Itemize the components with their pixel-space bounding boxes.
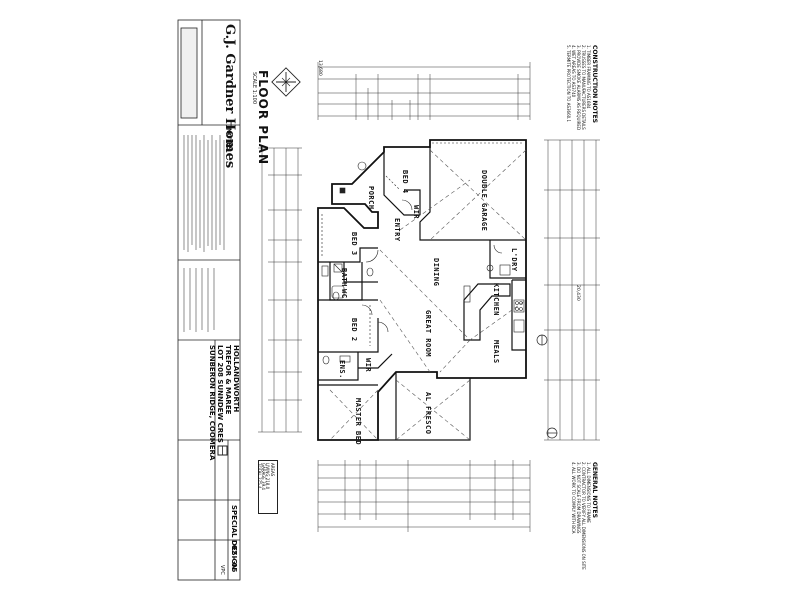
job-number: 02 - 06 [230,545,238,573]
room-ensuite: ENS. [338,360,346,379]
area-table-heading: AREAS [270,463,275,477]
client-line-1: HOLLANDWORTH [232,345,240,413]
client-line-2: TREFOR & MAREE [224,345,232,415]
general-note-1: 1. ALL DIMENSIONS TO FRAME [586,462,591,523]
general-notes-heading: GENERAL NOTES [591,462,598,518]
title-block [177,19,241,581]
area-table: AREAS LIVING 218.0 GARAGE 39.4 TOTAL 275… [257,460,278,514]
room-porch: PORCH [367,186,375,210]
north-point-icon [271,67,301,97]
room-wir-top: WIR [412,205,420,220]
room-double-garage: DOUBLE GARAGE [480,170,488,232]
room-kitchen: KITCHEN [492,283,500,317]
construction-notes-heading: CONSTRUCTION NOTES [591,45,598,124]
general-note-2: 2. CONTRACTOR TO VERIFY ALL DIMENSIONS O… [581,462,586,570]
construction-note-5: 5. TERMITE PROTECTION TO AS3660.1 [566,45,571,122]
room-bed-4: BED 4 [401,170,409,194]
construction-note-3: 3. PROVIDE SMOKE ALARMS AS REQUIRED [576,45,581,131]
drawing-scale: SCALE 1:100 [251,72,257,105]
room-wc: WC [340,289,348,299]
fixtures [321,142,525,365]
room-laundry: L'DRY [510,248,518,272]
room-meals: MEALS [492,340,500,364]
sheet-code: VPC [219,565,225,575]
construction-note-2: 2. TRUSSES TO MANUFACTURERS DETAILS [581,45,586,130]
room-master-bed: MASTER BED [354,398,362,446]
interior-walls [318,147,526,441]
ceiling-lines [329,149,527,441]
client-line-4: SUNBERON RIDGE, COOMERA [208,345,216,461]
drawing-title: FLOOR PLAN [256,70,270,166]
general-note-3: 3. DO NOT SCALE FROM DRAWINGS [576,462,581,534]
construction-note-1: 1. TIMBER FRAMING TO AS1684 [586,45,591,109]
room-entry: ENTRY [393,218,401,242]
section-marker-icon [536,334,558,439]
area-row-total: TOTAL 275.4 [257,463,262,489]
room-great-room: GREAT ROOM [424,310,432,358]
room-bath: BATH [340,268,348,287]
title-notes-heading: NOTES [225,128,232,151]
client-line-3: LOT 208 SUNNDEW CRES [216,345,224,443]
general-note-4: 4. ALL WORK TO COMPLY WITH BCA [571,462,576,534]
room-bed-3: BED 3 [350,232,358,256]
room-bed-2: BED 2 [350,318,358,342]
construction-note-4: 4. WET AREAS TO AS3740 [571,45,576,98]
walls [317,139,527,441]
dim-overall-width: 13,680 [317,60,322,76]
dim-overall-length: 20,430 [575,285,580,301]
room-wir-bottom: WIR [364,358,372,373]
dimension-lines [258,62,600,532]
room-al-fresco: AL FRESCO [424,392,432,435]
room-dining: DINING [432,258,440,287]
